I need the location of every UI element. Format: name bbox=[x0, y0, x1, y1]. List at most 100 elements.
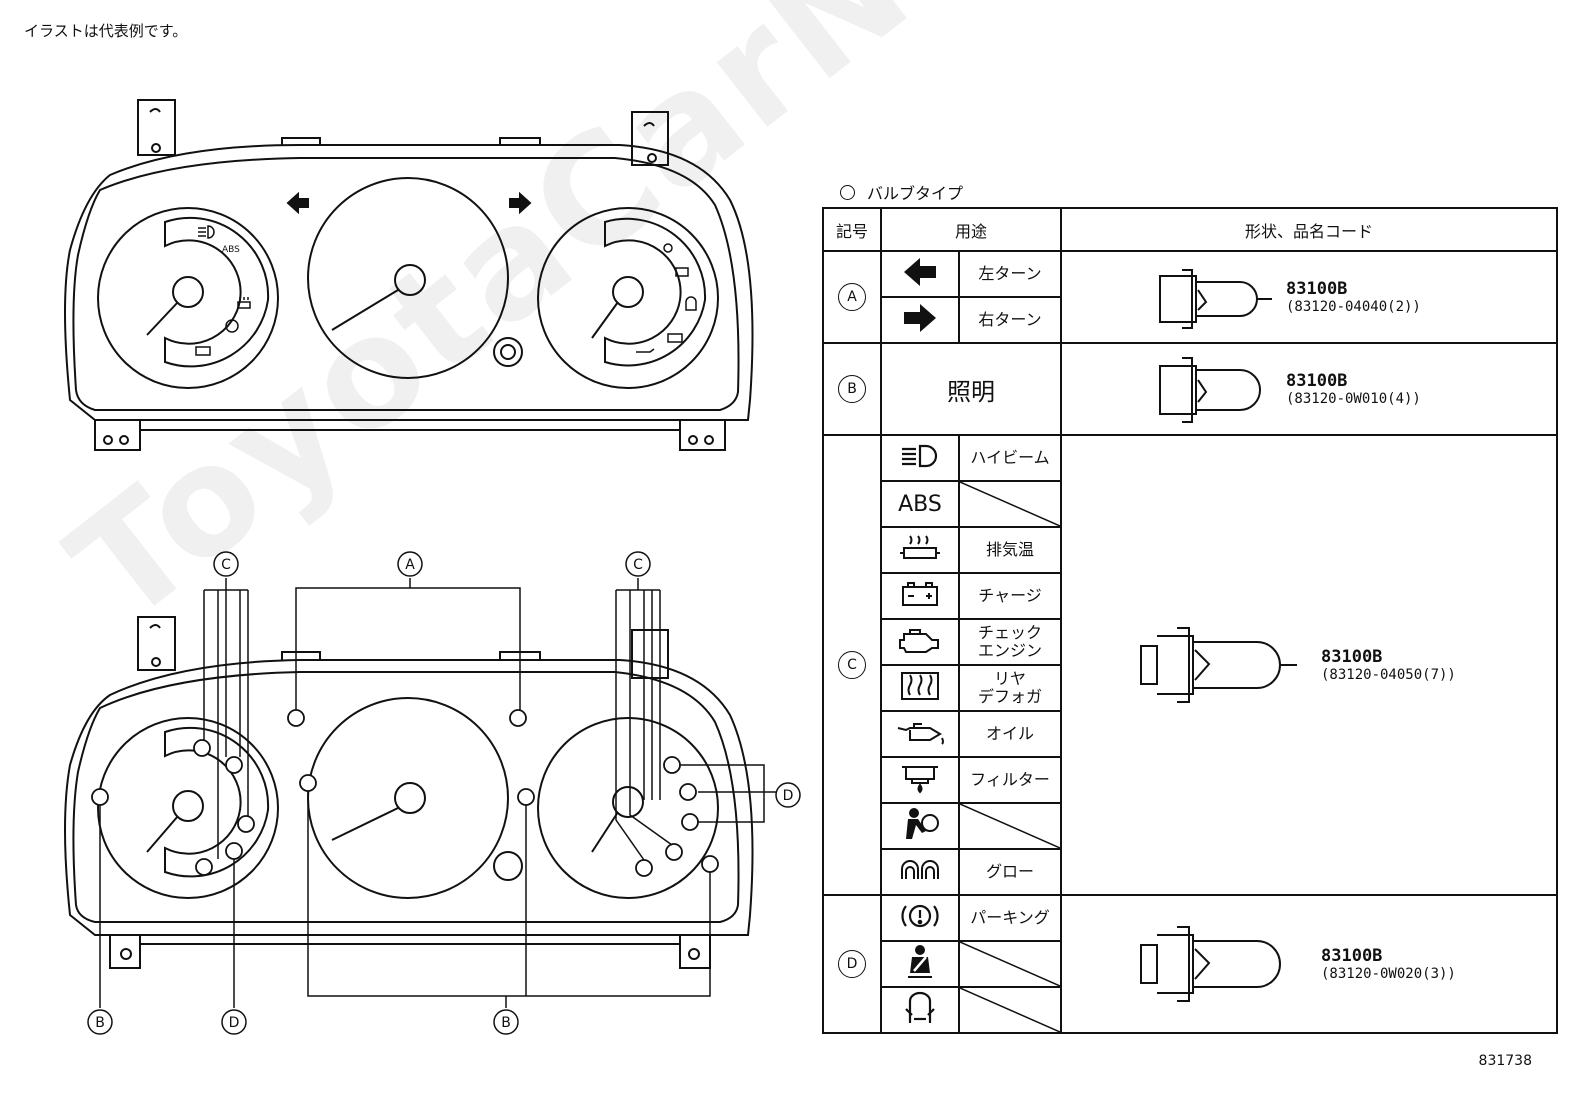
fuel-temp-gauge-right bbox=[537, 207, 719, 389]
part-code-d: 83100B bbox=[1321, 946, 1383, 966]
symbol-cell-b: B bbox=[822, 342, 882, 436]
housing-outer bbox=[64, 144, 754, 421]
needle bbox=[146, 301, 179, 336]
callout-d-right bbox=[775, 782, 801, 808]
needle-hub bbox=[612, 276, 644, 308]
battery-charge-icon bbox=[902, 582, 938, 606]
part-code-a: 83100B bbox=[1286, 279, 1348, 299]
mount-hole bbox=[151, 657, 161, 667]
foot-right bbox=[679, 420, 726, 451]
leader-c-right bbox=[615, 578, 673, 861]
leader-b-center bbox=[307, 791, 711, 1008]
symbol-cell-c: C bbox=[822, 434, 882, 896]
speedometer-gauge bbox=[307, 177, 509, 379]
usage-cell: 排気温 bbox=[958, 526, 1062, 574]
part-number-a: (83120-04040(2)) bbox=[1286, 299, 1421, 315]
abs-text-icon: ABS bbox=[880, 480, 960, 528]
table-row: リヤ デフォガ bbox=[823, 664, 1557, 712]
header-symbol: 記号 bbox=[822, 207, 882, 252]
table-row: チェック エンジン bbox=[823, 618, 1557, 666]
wedge-bulb-socket-icon bbox=[1159, 357, 1261, 423]
callout-c-left bbox=[213, 551, 239, 577]
shape-cell-d: 83100B (83120-0W020(3)) bbox=[1060, 894, 1558, 1034]
housing-inner bbox=[72, 671, 740, 923]
symbol-cell-a: A bbox=[822, 250, 882, 344]
callout-a-label: A bbox=[405, 557, 415, 573]
speedometer-gauge bbox=[307, 697, 509, 899]
callout-d-left-label: D bbox=[229, 1015, 240, 1031]
part-number-d: (83120-0W020(3)) bbox=[1321, 966, 1456, 982]
icon-cell bbox=[880, 434, 960, 482]
usage-cell: パーキング bbox=[958, 894, 1062, 942]
mount-hook bbox=[149, 108, 161, 113]
callout-b-left bbox=[87, 1009, 113, 1035]
socket-c bbox=[635, 859, 653, 877]
shape-cell-a: 83100B (83120-04040(2)) bbox=[1060, 250, 1558, 344]
usage-cell: グロー bbox=[958, 848, 1062, 896]
housing-inner bbox=[72, 157, 740, 411]
usage-cell: 右ターン bbox=[958, 296, 1062, 344]
callout-b-center bbox=[493, 1009, 519, 1035]
header-shape: 形状、品名コード bbox=[1060, 207, 1558, 252]
illustration-note: イラストは代表例です。 bbox=[24, 22, 188, 40]
foot-hole bbox=[688, 948, 700, 960]
socket-c bbox=[225, 756, 243, 774]
icon-cell bbox=[880, 664, 960, 712]
trip-reset-knob bbox=[493, 851, 523, 881]
part-number-c: (83120-04050(7)) bbox=[1321, 667, 1456, 683]
bulb-type-table: 記号 用途 形状、品名コード A 左ターン 83100B (83120-0404… bbox=[822, 207, 1558, 1034]
table-row bbox=[823, 802, 1557, 850]
glow-plug-icon bbox=[901, 860, 939, 879]
table-row bbox=[823, 940, 1557, 988]
leader-a bbox=[295, 578, 521, 710]
mount-hole bbox=[151, 143, 161, 153]
top-cluster: ABS bbox=[64, 99, 754, 451]
seatbelt-icon bbox=[908, 945, 932, 978]
cluster-drawings: ABS bbox=[64, 99, 801, 1035]
mount-tab-right bbox=[631, 629, 669, 679]
bulb-type-caption: バルブタイプ bbox=[840, 180, 963, 204]
left-gauge-icons bbox=[195, 225, 251, 356]
callout-c-right bbox=[625, 551, 651, 577]
tach-scale-band bbox=[164, 726, 270, 878]
usage-cell-empty bbox=[958, 480, 1062, 528]
left-turn-arrow-icon bbox=[904, 258, 936, 286]
wedge-bulb-socket-icon bbox=[1159, 269, 1272, 329]
needle bbox=[331, 807, 399, 841]
usage-cell: ハイビーム bbox=[958, 434, 1062, 482]
table-row: チャージ bbox=[823, 572, 1557, 620]
foot-left bbox=[94, 420, 141, 451]
callouts bbox=[87, 551, 801, 1035]
part-code-b: 83100B bbox=[1286, 371, 1348, 391]
caption-circle-icon bbox=[840, 185, 855, 200]
check-engine-icon bbox=[899, 629, 939, 653]
right-gauge-icons bbox=[636, 243, 697, 353]
foot-left bbox=[109, 935, 141, 969]
usage-cell-illumination: 照明 bbox=[880, 342, 1062, 436]
icon-cell bbox=[880, 710, 960, 758]
mount-hook bbox=[149, 624, 161, 629]
top-clips bbox=[281, 137, 541, 145]
left-turn-arrow-icon bbox=[286, 191, 309, 215]
leader-d-right bbox=[680, 764, 780, 823]
needle-hub bbox=[612, 786, 644, 818]
needle-hub bbox=[394, 264, 426, 296]
leader-c-left bbox=[203, 578, 249, 859]
table-row: C ハイビーム 83100B (83120-04050(7)) bbox=[822, 434, 1558, 896]
callout-d-right-label: D bbox=[783, 788, 794, 804]
exhaust-temp-icon bbox=[900, 535, 940, 559]
table-row: 排気温 bbox=[823, 526, 1557, 574]
socket-a-left bbox=[287, 709, 305, 727]
foot-hole bbox=[120, 948, 132, 960]
table-row: D パーキング 83100B (83120-0W020(3)) bbox=[822, 894, 1558, 1034]
socket-a-right bbox=[509, 709, 527, 727]
exhaust-temp-icon bbox=[237, 297, 251, 309]
needle bbox=[591, 811, 619, 853]
header-usage: 用途 bbox=[880, 207, 1062, 252]
mount-hole bbox=[647, 153, 657, 163]
icon-cell bbox=[880, 848, 960, 896]
socket-b bbox=[299, 774, 317, 792]
callout-c-left-label: C bbox=[221, 557, 231, 573]
table-row: B 照明 83100B (83120-0W010(4)) bbox=[822, 342, 1558, 436]
table-row: A 左ターン 83100B (83120-04040(2)) bbox=[822, 250, 1558, 344]
